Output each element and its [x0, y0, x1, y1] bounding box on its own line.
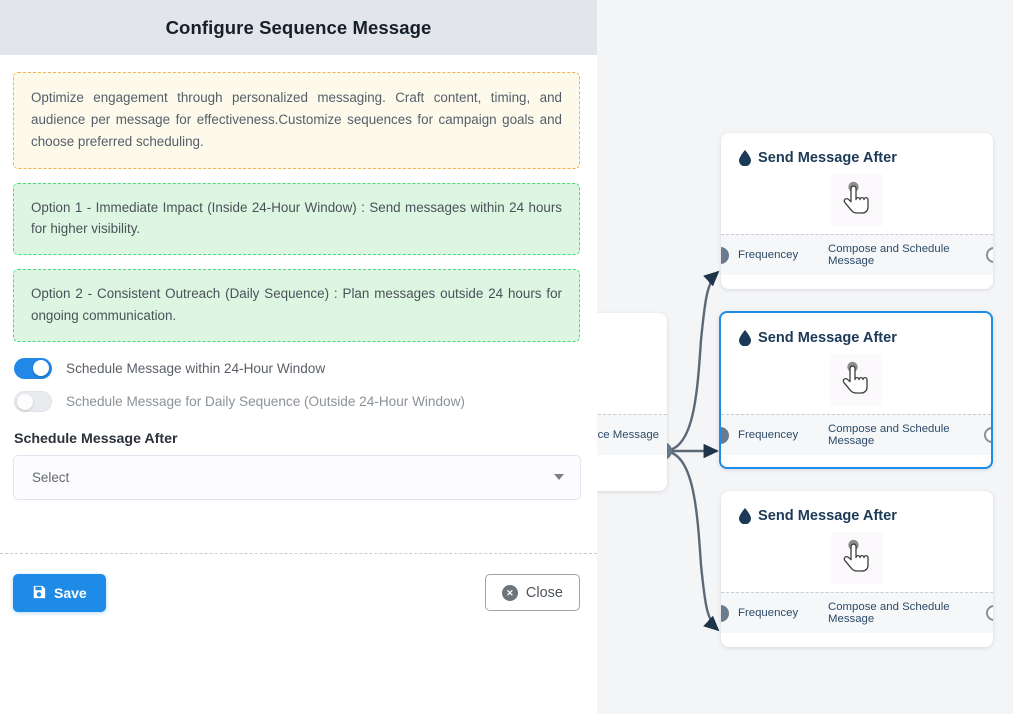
save-button-label: Save	[54, 585, 87, 601]
node-footer: Frequencey Compose and Schedule Message	[721, 592, 993, 633]
node-footer-right-label: Compose and Schedule Message	[828, 423, 950, 447]
node-send-message-after-selected[interactable]: Send Message After Frequencey Compose an…	[719, 311, 993, 469]
option-2-note: Option 2 - Consistent Outreach (Daily Se…	[13, 269, 580, 342]
toggle-daily-sequence[interactable]	[14, 390, 52, 412]
node-title-row: Send Message After	[721, 491, 993, 525]
droplet-icon	[739, 330, 751, 347]
node-footer-right-label: Compose and Schedule Message	[828, 601, 950, 625]
toggle-row-daily-sequence[interactable]: Schedule Message for Daily Sequence (Out…	[14, 390, 580, 412]
close-button-label: Close	[525, 584, 563, 601]
droplet-icon	[739, 508, 751, 525]
node-footer-right-label: ce Message	[597, 429, 659, 441]
node-title: Send Message After	[758, 150, 897, 166]
node-title: Send Message After	[758, 330, 897, 346]
node-footer: ce Message	[597, 414, 667, 455]
droplet-icon	[739, 150, 751, 167]
schedule-message-after-label: Schedule Message After	[14, 430, 178, 447]
chevron-down-icon	[554, 474, 564, 481]
toggle-knob	[33, 360, 49, 377]
target-handle[interactable]	[721, 247, 729, 264]
info-note: Optimize engagement through personalized…	[13, 72, 580, 169]
node-title-row: Send Message After	[721, 313, 991, 347]
node-body	[721, 346, 991, 414]
edge-to-top-node	[662, 270, 720, 453]
select-value: Select	[32, 469, 70, 485]
node-footer-left-label: Frequencey	[738, 249, 799, 261]
node-body	[721, 166, 993, 234]
toggle-label-within-24h: Schedule Message within 24-Hour Window	[66, 360, 326, 376]
schedule-message-after-select[interactable]: Select	[13, 454, 581, 500]
node-title: Send Message After	[758, 508, 897, 524]
node-send-message-after-bottom[interactable]: Send Message After Frequencey Compose an…	[721, 491, 993, 647]
node-send-message-after-top[interactable]: Send Message After Frequencey Compose an…	[721, 133, 993, 289]
panel-body: Optimize engagement through personalized…	[0, 55, 597, 500]
flow-canvas[interactable]: ce Message Send Message After	[597, 0, 1013, 714]
source-handle[interactable]	[986, 605, 993, 621]
toggle-knob	[17, 394, 33, 411]
panel-footer: Save ✕ Close	[0, 553, 597, 643]
panel-header: Configure Sequence Message	[0, 0, 597, 55]
toggle-label-daily-sequence: Schedule Message for Daily Sequence (Out…	[66, 393, 465, 409]
node-footer-right-label: Compose and Schedule Message	[828, 243, 950, 267]
node-footer-left-label: Frequencey	[738, 607, 799, 619]
close-button[interactable]: ✕ Close	[484, 574, 580, 611]
target-handle[interactable]	[721, 427, 729, 444]
node-footer: Frequencey Compose and Schedule Message	[721, 234, 993, 275]
hand-cursor-icon	[831, 532, 883, 584]
save-icon	[32, 585, 46, 602]
save-button[interactable]: Save	[13, 574, 106, 612]
node-body	[721, 524, 993, 592]
target-handle[interactable]	[721, 605, 729, 622]
option-1-note: Option 1 - Immediate Impact (Inside 24-H…	[13, 182, 580, 256]
node-footer: Frequencey Compose and Schedule Message	[721, 414, 991, 455]
upstream-node-partial[interactable]: ce Message	[597, 313, 667, 491]
configure-sequence-panel: Configure Sequence Message Optimize enga…	[0, 0, 597, 643]
hand-cursor-icon	[831, 174, 883, 226]
node-footer-left-label: Frequencey	[738, 429, 799, 441]
source-handle[interactable]	[986, 247, 993, 263]
toggle-within-24h[interactable]	[14, 357, 52, 379]
node-title-row: Send Message After	[721, 133, 993, 167]
page-title: Configure Sequence Message	[165, 16, 432, 38]
toggle-row-within-24h[interactable]: Schedule Message within 24-Hour Window	[14, 357, 580, 379]
edge-to-bottom-node	[662, 449, 720, 632]
hand-cursor-icon	[830, 354, 882, 406]
source-handle[interactable]	[984, 427, 991, 443]
close-icon: ✕	[501, 584, 518, 601]
